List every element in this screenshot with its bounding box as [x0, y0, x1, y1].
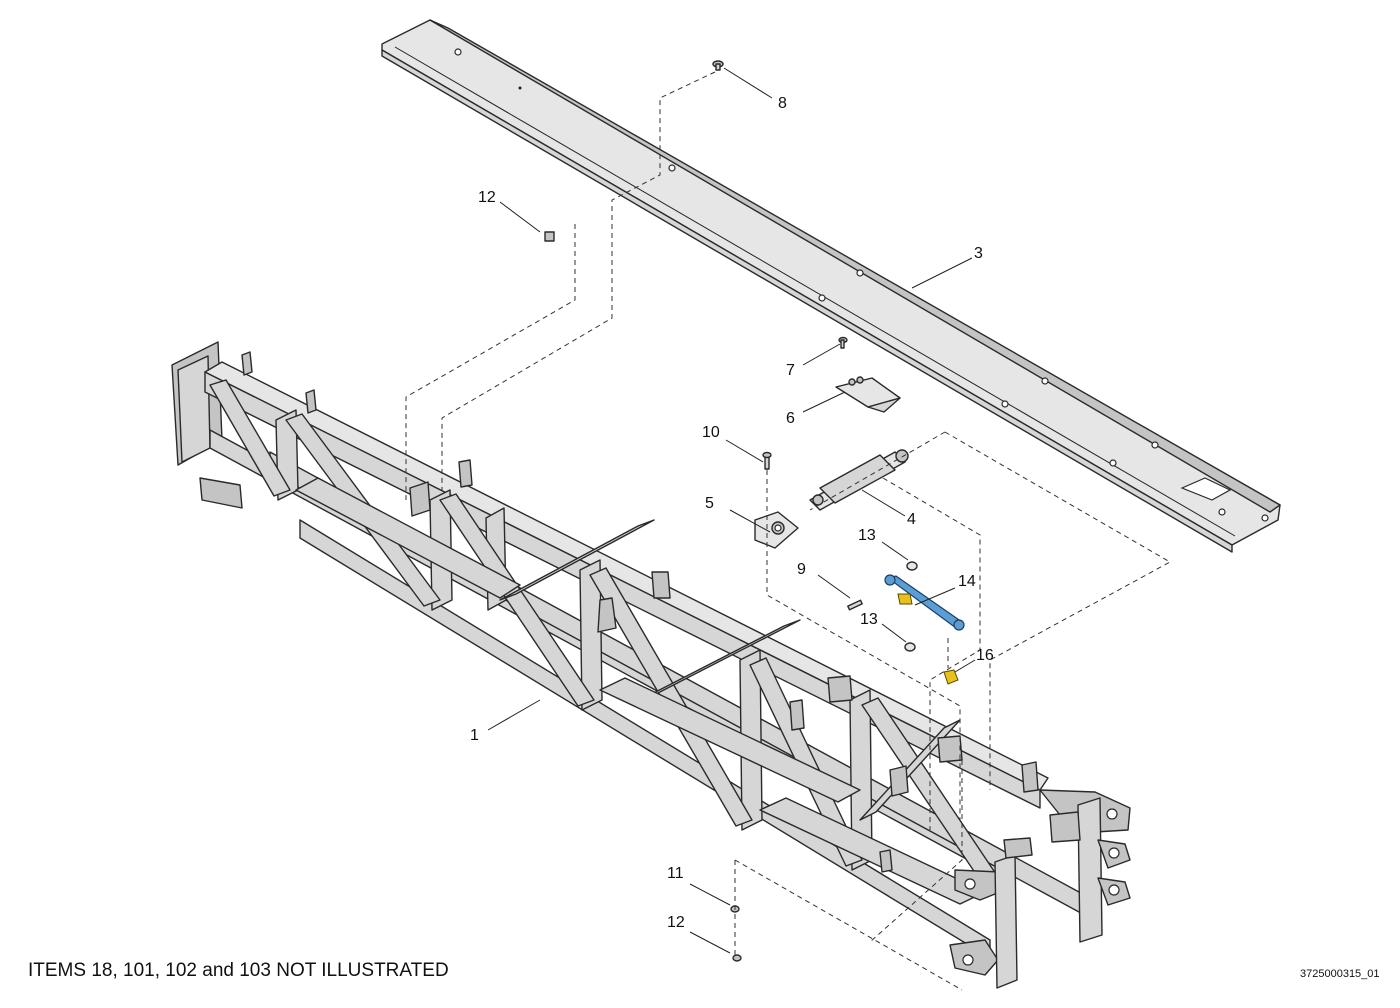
callout-8: 8: [778, 95, 787, 112]
drawing-number: 3725000315_01: [1300, 968, 1380, 980]
bushing-part-13-top: [906, 561, 918, 571]
callout-6: 6: [786, 410, 795, 427]
bracket-part-5: [754, 511, 799, 549]
bolt-part-8: [712, 60, 724, 71]
callout-13-top: 13: [858, 527, 876, 544]
leader-lines: [487, 67, 976, 954]
pin-part-10: [762, 451, 772, 470]
callout-5: 5: [705, 495, 714, 512]
cylinder-part-4: [809, 449, 909, 511]
callout-10: 10: [702, 424, 720, 441]
nut-part-12-bottom: [732, 954, 742, 962]
callout-14: 14: [958, 573, 976, 590]
callout-12-top: 12: [478, 189, 496, 206]
link-arm-part-14: [884, 574, 965, 631]
callout-7: 7: [786, 362, 795, 379]
callout-4: 4: [907, 511, 916, 528]
lattice-boom-frame-part-1: [171, 341, 1131, 989]
bracket-plate-part-6: [835, 376, 901, 413]
callout-16: 16: [976, 647, 994, 664]
not-illustrated-note: ITEMS 18, 101, 102 and 103 NOT ILLUSTRAT…: [28, 960, 449, 981]
nut-part-12-top: [544, 231, 555, 242]
callout-13-bottom: 13: [860, 611, 878, 628]
callout-1: 1: [470, 727, 479, 744]
callout-3: 3: [974, 245, 983, 262]
bolt-part-9: [847, 599, 863, 611]
grease-fitting-part-16: [943, 669, 959, 685]
top-rail-part-3: [381, 19, 1281, 553]
screw-part-7: [838, 336, 848, 349]
assembly-dashed-lines: [405, 71, 1172, 991]
callout-12-bottom: 12: [667, 914, 685, 931]
callout-9: 9: [797, 561, 806, 578]
callout-11: 11: [667, 865, 684, 882]
bushing-part-13-bottom: [904, 642, 916, 652]
